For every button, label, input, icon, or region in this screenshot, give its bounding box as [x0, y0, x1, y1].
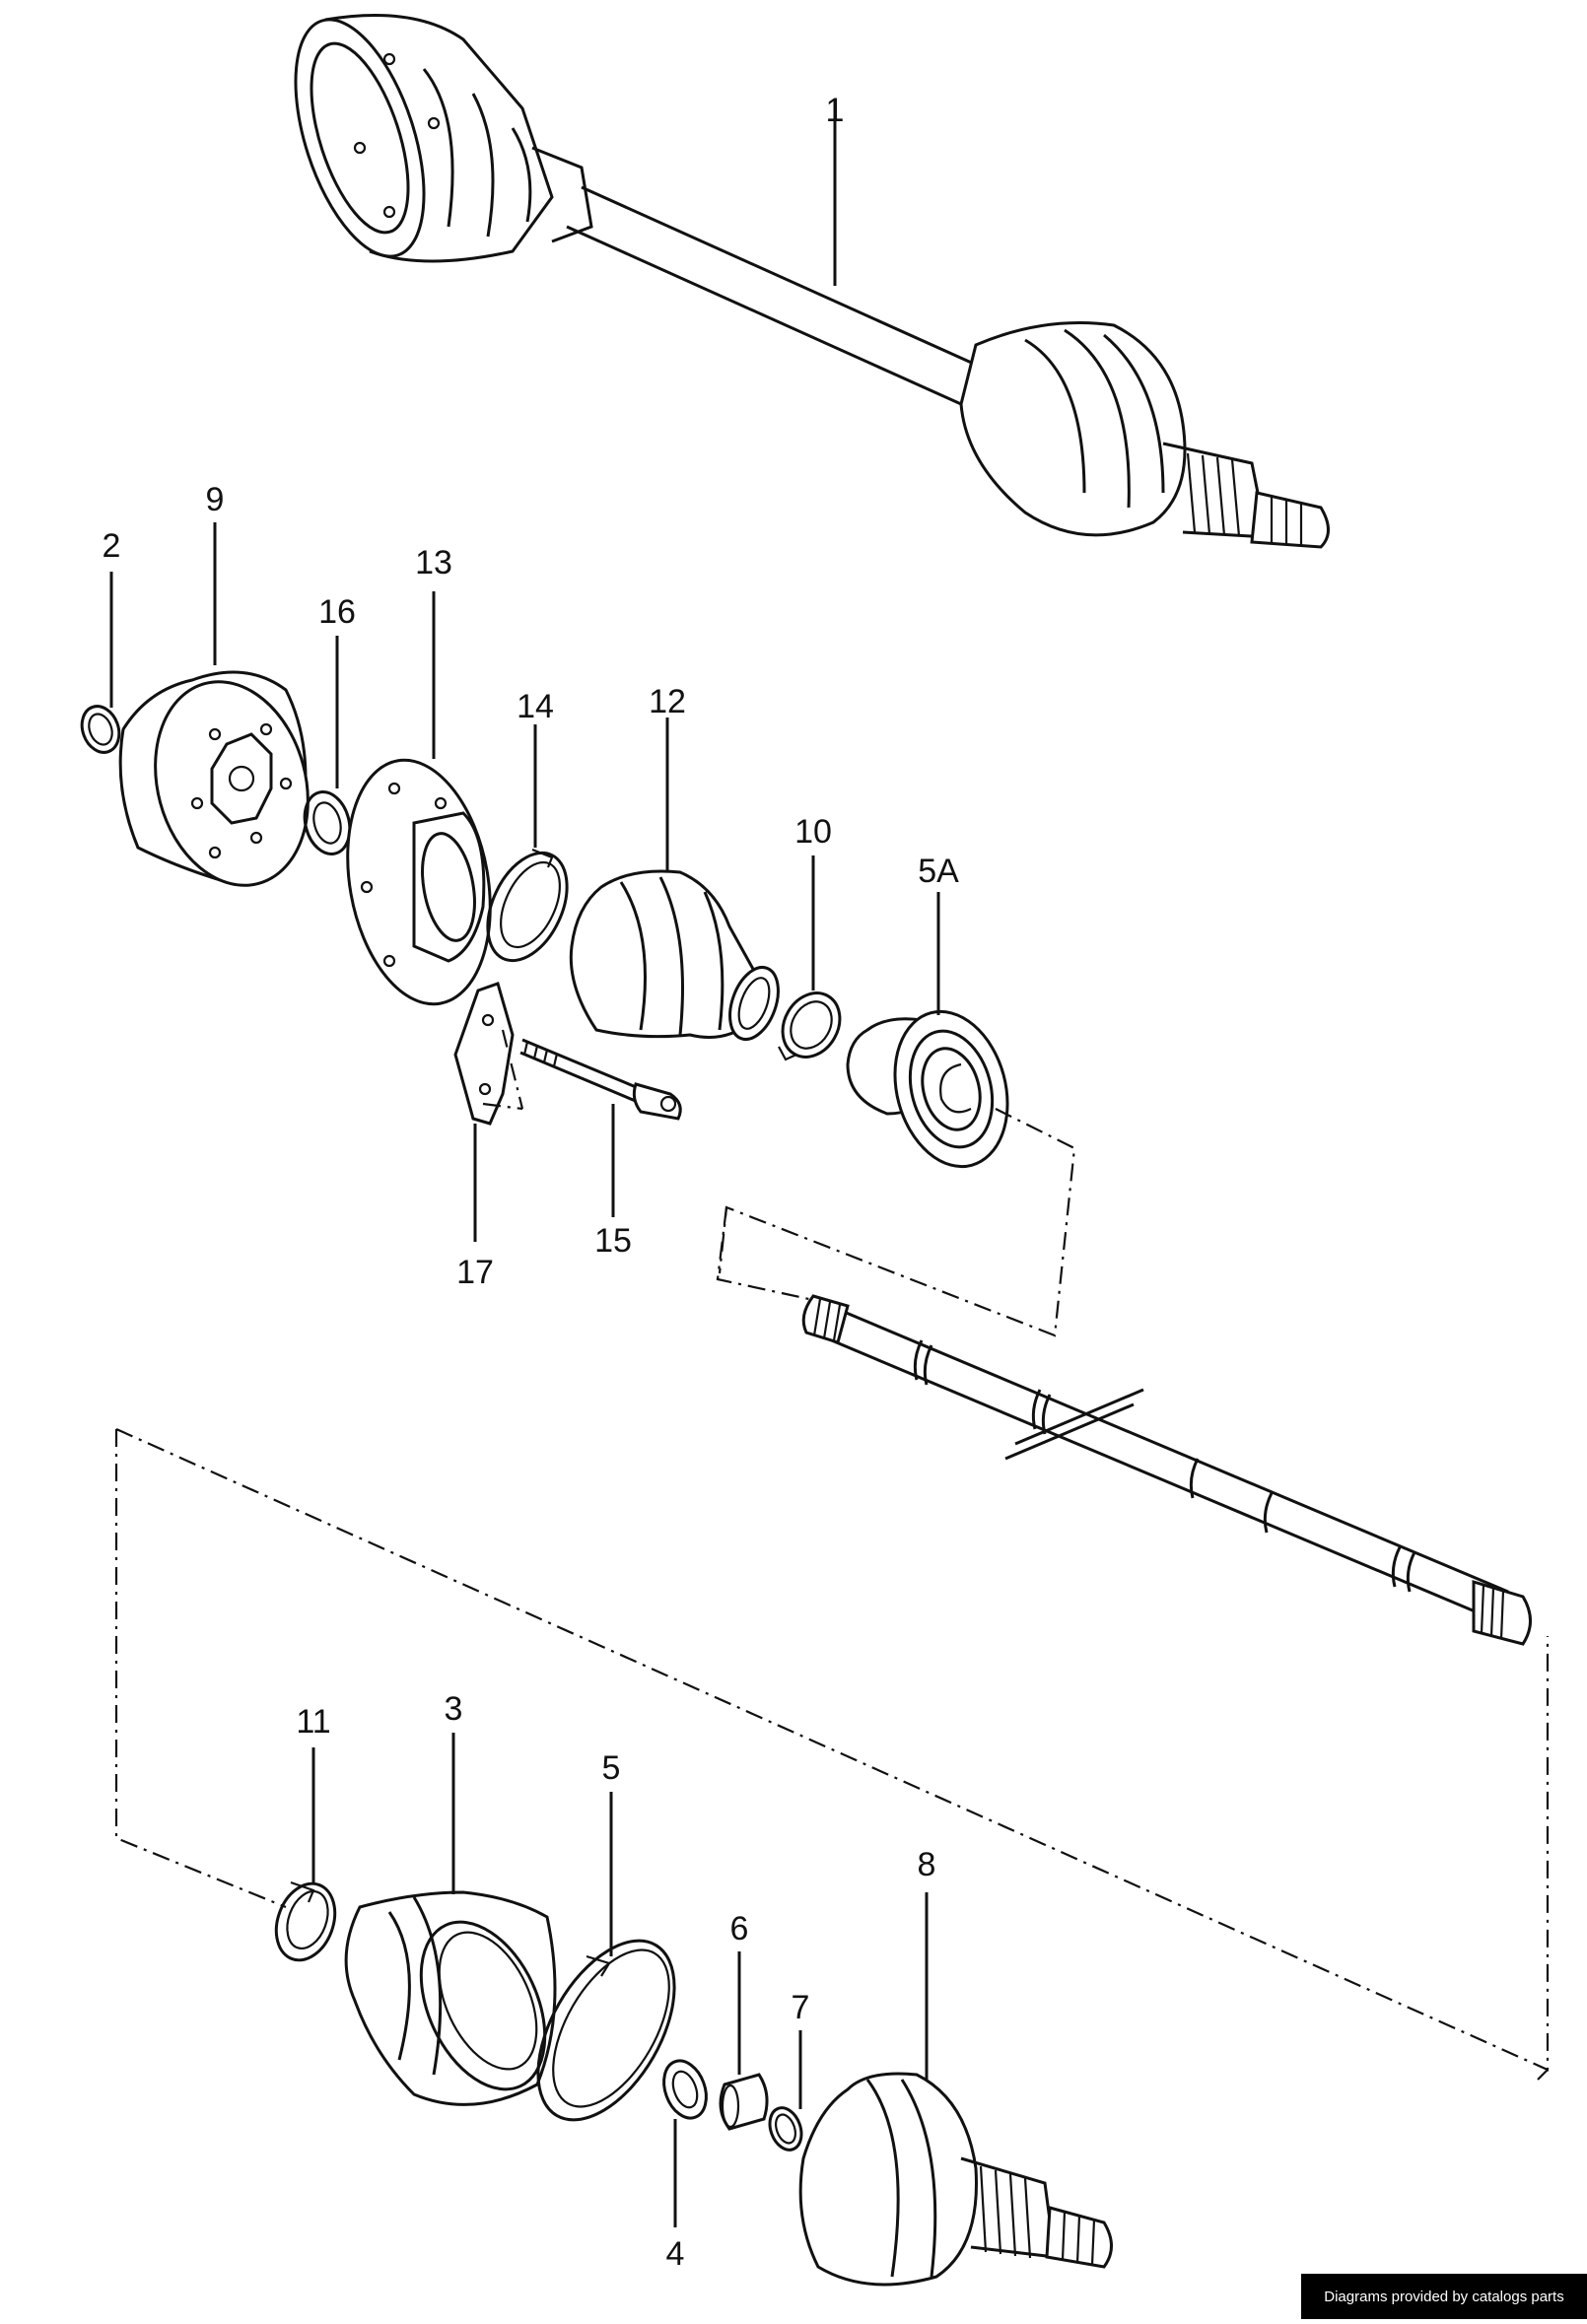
callout-2: 2: [103, 527, 121, 565]
part-5-large-clamp: [536, 1792, 676, 2122]
part-14-clamp: [486, 724, 569, 963]
callout-9: 9: [206, 481, 225, 518]
part-15-bolt: [519, 1038, 682, 1217]
part-9-cv-joint: [118, 522, 310, 887]
part-8-outer-cv-joint: [798, 1892, 1113, 2287]
callout-14: 14: [517, 688, 554, 725]
callout-5: 5: [602, 1749, 621, 1787]
part-5a-inner-joint: [846, 892, 1009, 1169]
part-3-outer-boot: [344, 1733, 557, 2106]
part-7-circlip: [768, 2030, 803, 2152]
part-10-small-clamp: [778, 855, 842, 1061]
callout-7: 7: [792, 1989, 810, 2026]
part-13-flange: [346, 591, 492, 1006]
intermediate-shaft: [716, 1108, 1532, 1646]
callout-11: 11: [296, 1703, 330, 1741]
callout-4: 4: [666, 2235, 685, 2273]
part-17-lock-plate: [453, 982, 524, 1242]
callout-10: 10: [794, 813, 832, 851]
callout-15: 15: [594, 1222, 632, 1260]
callout-5a: 5A: [918, 853, 959, 890]
callout-17: 17: [456, 1254, 494, 1291]
part-16-washer: [303, 636, 352, 855]
callout-8: 8: [918, 1846, 936, 1883]
part-11-clamp: [274, 1747, 337, 1962]
credit-banner: Diagrams provided by catalogs parts: [1301, 2274, 1587, 2319]
part-12-inner-boot: [569, 718, 780, 1041]
callout-12: 12: [649, 683, 686, 720]
part-4-washer: [662, 2059, 708, 2227]
part-1-drive-shaft: [294, 14, 1330, 549]
part-6-spacer: [719, 1951, 769, 2131]
callout-3: 3: [445, 1690, 463, 1728]
callout-16: 16: [318, 593, 356, 631]
callout-1: 1: [826, 92, 845, 129]
callout-13: 13: [415, 544, 452, 581]
assembly-dashed-outline: [114, 1427, 1550, 2081]
callout-6: 6: [730, 1910, 749, 1948]
part-2-circlip: [80, 572, 121, 754]
